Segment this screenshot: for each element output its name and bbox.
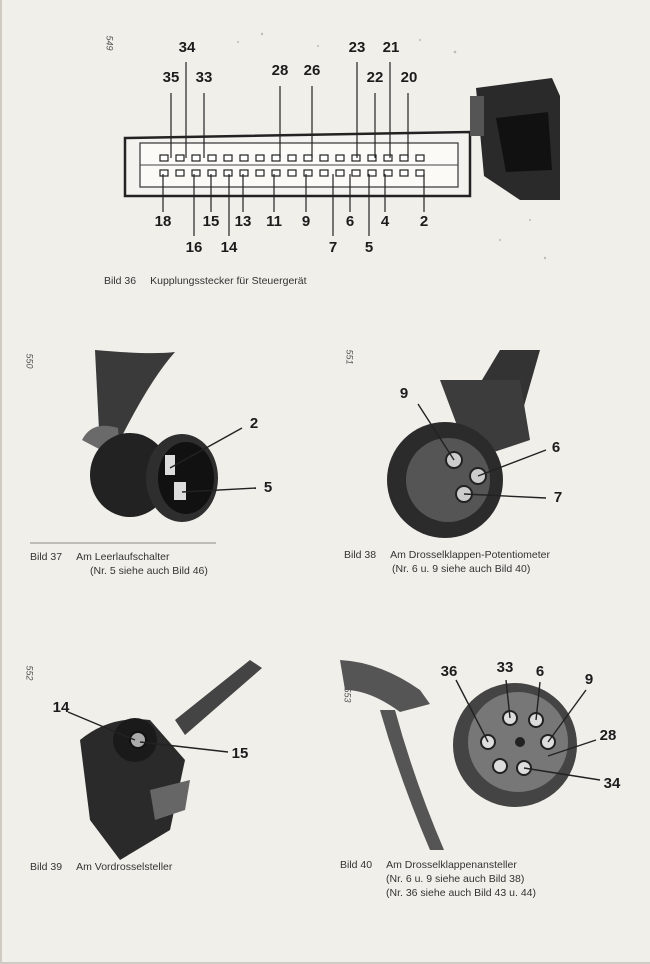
pin-label-13: 13 xyxy=(234,213,252,230)
pin-label-4: 4 xyxy=(380,213,390,230)
pin-label-7: 7 xyxy=(553,489,563,506)
figure-37-caption: Bild 37 Am Leerlaufschalter (Nr. 5 siehe … xyxy=(30,550,208,578)
pin-label-21: 21 xyxy=(382,39,400,56)
pin-label-16: 16 xyxy=(185,239,203,256)
pin-label-14: 14 xyxy=(52,699,70,716)
pin-label-14: 14 xyxy=(220,239,238,256)
pin-label-15: 15 xyxy=(231,745,249,762)
pin-label-5: 5 xyxy=(364,239,374,256)
figure-39-caption: Bild 39 Am Vordrosselsteller xyxy=(30,860,172,874)
figure-36-connector-photo xyxy=(123,32,560,260)
pin-label-6: 6 xyxy=(551,439,561,456)
caption-text: Am Vordrosselsteller xyxy=(76,861,173,873)
caption-number: Bild 36 xyxy=(104,275,137,287)
caption-text: Am Drosselklappen-Potentiometer xyxy=(390,549,551,561)
caption-number: Bild 40 xyxy=(340,859,373,871)
margin-number: 553 xyxy=(342,687,353,703)
caption-note: (Nr. 5 siehe auch Bild 46) xyxy=(90,565,208,577)
pin-label-34: 34 xyxy=(178,39,196,56)
pin-label-9: 9 xyxy=(584,671,594,688)
caption-number: Bild 39 xyxy=(30,861,63,873)
pin-label-6: 6 xyxy=(535,663,545,680)
pin-label-36: 36 xyxy=(440,663,458,680)
pin-label-2: 2 xyxy=(419,213,429,230)
pin-label-35: 35 xyxy=(162,69,180,86)
pin-label-2: 2 xyxy=(249,415,259,432)
pin-label-5: 5 xyxy=(263,479,273,496)
pin-label-22: 22 xyxy=(366,69,384,86)
figure-40-caption: Bild 40 Am Drosselklappenansteller (Nr. 6… xyxy=(340,858,536,900)
caption-number: Bild 38 xyxy=(344,549,377,561)
caption-text: Am Drosselklappenansteller xyxy=(386,859,517,871)
pin-label-33: 33 xyxy=(496,659,514,676)
pin-label-6: 6 xyxy=(345,213,355,230)
pin-label-9: 9 xyxy=(301,213,311,230)
pin-label-28: 28 xyxy=(599,727,617,744)
caption-note: (Nr. 6 u. 9 siehe auch Bild 40) xyxy=(392,563,531,575)
caption-text: Kupplungsstecker für Steuergerät xyxy=(150,275,307,287)
caption-text: Am Leerlaufschalter xyxy=(76,551,170,563)
page-edge xyxy=(0,0,2,964)
pin-label-34: 34 xyxy=(603,775,621,792)
pin-label-23: 23 xyxy=(348,39,366,56)
pin-label-33: 33 xyxy=(195,69,213,86)
page-edge-bottom xyxy=(0,962,650,964)
caption-note: (Nr. 6 u. 9 siehe auch Bild 38) xyxy=(386,873,525,885)
pin-label-20: 20 xyxy=(400,69,418,86)
figure-36-caption: Bild 36 Kupplungsstecker für Steuergerät xyxy=(104,274,307,288)
caption-number: Bild 37 xyxy=(30,551,63,563)
pin-label-15: 15 xyxy=(202,213,220,230)
caption-note: (Nr. 36 siehe auch Bild 43 u. 44) xyxy=(386,887,537,899)
pin-label-7: 7 xyxy=(328,239,338,256)
figure-38-caption: Bild 38 Am Drosselklappen-Potentiometer (… xyxy=(344,548,550,576)
pin-label-28: 28 xyxy=(271,62,289,79)
pin-label-9: 9 xyxy=(399,385,409,402)
pin-label-26: 26 xyxy=(303,62,321,79)
pin-label-11: 11 xyxy=(266,213,282,230)
pin-label-18: 18 xyxy=(154,213,172,230)
